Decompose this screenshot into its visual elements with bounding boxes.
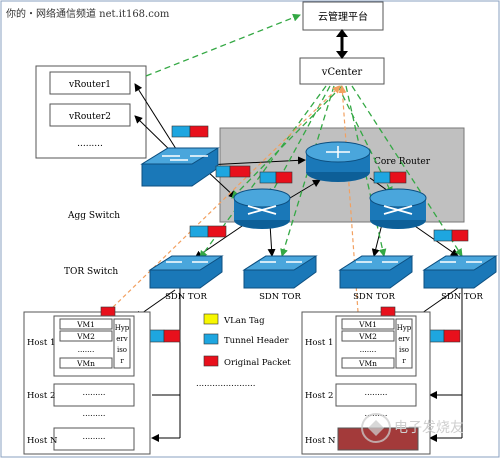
left-host-rack xyxy=(23,306,151,455)
legend-dots: ...................... xyxy=(196,379,255,389)
left-hostN-dots: ......... xyxy=(83,432,106,441)
vrouter1-box xyxy=(49,71,131,95)
vrouter1-label: vRouter1 xyxy=(68,80,111,90)
sdn-tor-1-label: SDN TOR xyxy=(165,292,207,302)
legend xyxy=(203,313,219,367)
sdn-tor-2-icon xyxy=(242,255,318,289)
core-router-label: Core Router xyxy=(374,157,431,167)
right-hyp-2: erv xyxy=(398,335,409,343)
vcenter-box xyxy=(299,57,385,85)
core-router-icon xyxy=(305,141,371,182)
tor-switch-label: TOR Switch xyxy=(64,267,118,277)
left-hyp-4: r xyxy=(120,357,124,365)
packet-tor-right xyxy=(433,229,469,242)
right-host2-label: Host 2 xyxy=(305,391,333,401)
packet-core-left xyxy=(259,171,293,184)
vrouter-more: ......... xyxy=(77,139,103,149)
sdn-tor-4-icon xyxy=(422,255,498,289)
right-host1-label: Host 1 xyxy=(305,338,333,348)
cloud-mgmt-box xyxy=(302,1,384,31)
vrouter2-box xyxy=(49,103,131,127)
left-hyp-2: erv xyxy=(116,335,127,343)
brand-text: 电子发烧友 xyxy=(394,420,464,436)
sdn-tor-1-icon xyxy=(148,255,224,289)
vcenter-label: vCenter xyxy=(321,67,363,78)
arrow-up-icon xyxy=(336,29,348,37)
legend-vlan-label: VLan Tag xyxy=(223,316,265,326)
left-host1-label: Host 1 xyxy=(27,338,55,348)
left-host2-label: Host 2 xyxy=(27,391,55,401)
sdn-tor-3-icon xyxy=(338,255,414,289)
left-vmn: VMn xyxy=(76,359,95,368)
legend-tunnel-label: Tunnel Header xyxy=(224,336,290,346)
sdn-tor-3-label: SDN TOR xyxy=(353,292,395,302)
right-vm2: VM2 xyxy=(358,332,377,341)
sdn-tor-4-label: SDN TOR xyxy=(441,292,483,302)
legend-original-swatch xyxy=(203,355,219,367)
right-hyp-1: Hyp xyxy=(397,324,412,332)
right-hyp-4: r xyxy=(402,357,406,365)
right-vm-more: ....... xyxy=(360,345,377,354)
agg-switch-label: Agg Switch xyxy=(67,211,120,221)
right-hostN-label: Host N xyxy=(305,436,336,446)
left-hyp-3: iso xyxy=(117,346,127,354)
right-host2-dots: ......... xyxy=(365,388,388,397)
left-hostN-label: Host N xyxy=(27,436,58,446)
right-host-rack xyxy=(301,306,431,455)
sdn-tor-2-label: SDN TOR xyxy=(259,292,301,302)
left-vm1: VM1 xyxy=(76,320,95,329)
agg-left-switch-icon xyxy=(140,147,220,187)
right-vmn: VMn xyxy=(358,359,377,368)
agg-router-left-icon xyxy=(233,188,291,229)
left-vm-more: ....... xyxy=(78,345,95,354)
right-hyp-3: iso xyxy=(399,346,409,354)
packet-agg-core xyxy=(215,165,251,178)
legend-tunnel-swatch xyxy=(203,333,219,345)
right-vm1: VM1 xyxy=(358,320,377,329)
left-host2-dots: ......... xyxy=(83,388,106,397)
packet-vrouter xyxy=(171,125,209,138)
packet-core-right xyxy=(373,171,407,184)
vrouter2-label: vRouter2 xyxy=(68,112,111,122)
brand-logo-icon xyxy=(361,413,391,443)
cloud-mgmt-label: 云管理平台 xyxy=(318,10,368,23)
arrow-down-icon xyxy=(336,51,348,59)
legend-vlan-swatch xyxy=(203,313,219,325)
left-vm2: VM2 xyxy=(76,332,95,341)
legend-original-label: Original Packet xyxy=(224,358,291,368)
watermark-text: 你的・网络通信频道 net.it168.com xyxy=(6,7,170,20)
left-rack-dots: ......... xyxy=(83,409,106,418)
left-hyp-1: Hyp xyxy=(115,324,130,332)
packet-tor-left xyxy=(189,225,227,238)
agg-router-right-icon xyxy=(369,188,427,229)
